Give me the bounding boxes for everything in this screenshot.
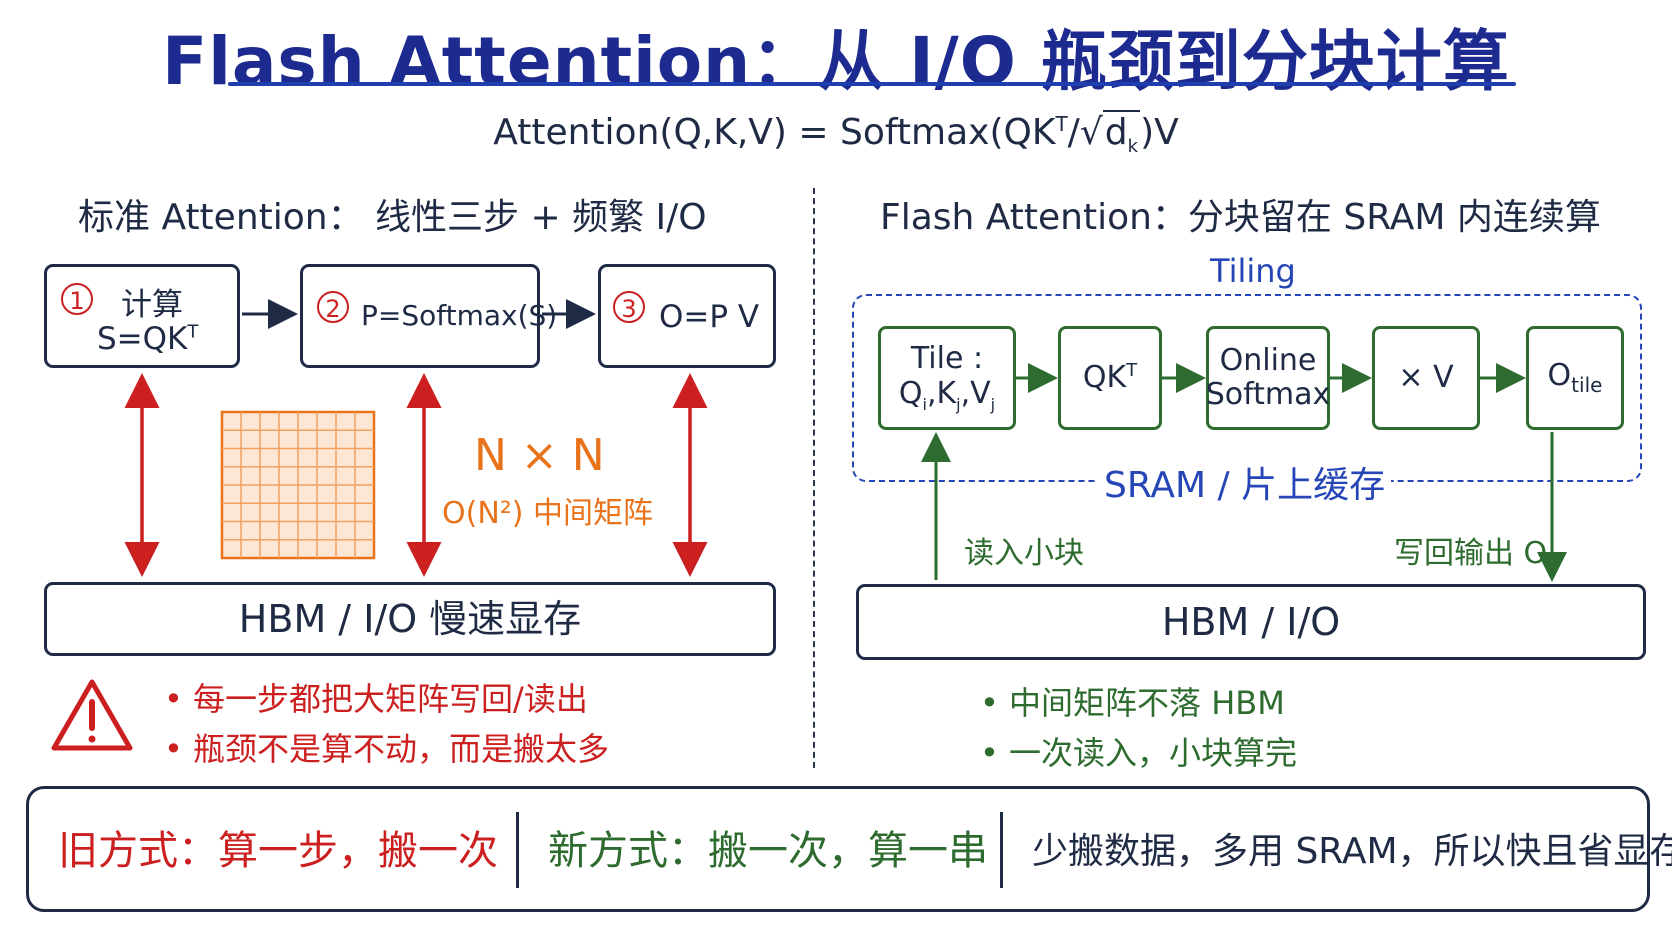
step-1-formula-text: S=QK — [97, 321, 188, 357]
column-divider — [813, 188, 815, 768]
tile-load-operands: Qi,Kj,Vj — [898, 375, 996, 414]
left-hbm-box: HBM / I/O 慢速显存 — [44, 582, 776, 656]
step-1-box: 1 计算 S=QKT — [44, 264, 240, 368]
matrix-complexity-label: O(N²) 中间矩阵 — [442, 496, 654, 531]
tile-output-label: O — [1547, 358, 1572, 393]
step-2-label: P=Softmax(S) — [361, 299, 558, 332]
formula-sqrt: √ — [1079, 112, 1103, 153]
left-heading: 标准 Attention： 线性三步 + 频繁 I/O — [78, 197, 707, 238]
summary-conclusion: 少搬数据，多用 SRAM，所以快且省显存 — [1032, 831, 1672, 872]
tile-softmax-line1: Online — [1219, 342, 1317, 378]
right-heading: Flash Attention：分块留在 SRAM 内连续算 — [880, 197, 1601, 238]
nxn-matrix-grid — [220, 410, 376, 560]
right-bullet-2: • 一次读入，小块算完 — [980, 734, 1298, 772]
tile-multiply-v-label: × V — [1398, 359, 1454, 395]
tile-qk-label: QK — [1082, 359, 1127, 395]
step-1-label: 计算 — [121, 287, 183, 323]
step-1-number: 1 — [61, 283, 93, 315]
warning-triangle-icon — [51, 679, 133, 751]
step-1-transpose: T — [187, 321, 199, 343]
tiling-label: Tiling — [1210, 252, 1296, 290]
tile-multiply-v-box: × V — [1372, 326, 1480, 430]
page-title: Flash Attention：从 I/O 瓶颈到分块计算 — [162, 23, 1510, 100]
matrix-size-label: N × N — [474, 430, 605, 481]
write-back-label: 写回输出 O — [1394, 536, 1548, 571]
step-2-box: 2 P=Softmax(S) — [300, 264, 557, 368]
tile-output-box: Otile — [1526, 326, 1624, 430]
tile-output-sub: tile — [1571, 373, 1603, 397]
step-2-number: 2 — [317, 291, 349, 323]
tile-softmax-line2: Softmax — [1205, 377, 1331, 412]
step-3-label: O=P V — [659, 299, 760, 335]
formula-transpose: T — [1055, 112, 1068, 136]
summary-old-way: 旧方式：算一步，搬一次 — [58, 828, 498, 874]
formula-slash: / — [1067, 112, 1080, 153]
step-3-number: 3 — [613, 291, 645, 323]
right-bullet-1: • 中间矩阵不落 HBM — [980, 684, 1285, 722]
right-hbm-box: HBM / I/O — [856, 584, 1646, 660]
title-underline — [228, 82, 1516, 86]
summary-box — [26, 786, 1650, 912]
tile-load-box: Tile : Qi,Kj,Vj — [878, 326, 1016, 430]
read-in-label: 读入小块 — [964, 536, 1084, 571]
tile-load-title: Tile : — [910, 341, 984, 377]
tile-qk-transpose: T — [1126, 359, 1138, 381]
left-hbm-label: HBM / I/O 慢速显存 — [238, 597, 582, 641]
formula-rhs: )V — [1140, 112, 1179, 153]
summary-separator-2 — [1000, 812, 1003, 888]
tile-qk-box: QKT — [1058, 326, 1162, 430]
step-3-box: 3 O=P V — [598, 264, 776, 368]
sram-label: SRAM / 片上缓存 — [1098, 456, 1392, 508]
summary-separator-1 — [516, 812, 519, 888]
formula-dk: dk — [1102, 110, 1141, 157]
step-1-formula: S=QKT — [97, 321, 198, 357]
summary-new-way: 新方式：搬一次，算一串 — [548, 828, 988, 874]
formula-k: k — [1127, 136, 1139, 158]
formula-lhs: Attention(Q,K,V) = Softmax(QK — [493, 112, 1056, 153]
tile-softmax-box: Online Softmax — [1206, 326, 1330, 430]
left-bullet-2: • 瓶颈不是算不动，而是搬太多 — [164, 730, 610, 768]
right-hbm-label: HBM / I/O — [1161, 600, 1341, 644]
attention-formula: Attention(Q,K,V) = Softmax(QKT/√dk)V — [0, 110, 1672, 157]
formula-d: d — [1104, 112, 1128, 153]
left-bullet-1: • 每一步都把大矩阵写回/读出 — [164, 680, 588, 718]
